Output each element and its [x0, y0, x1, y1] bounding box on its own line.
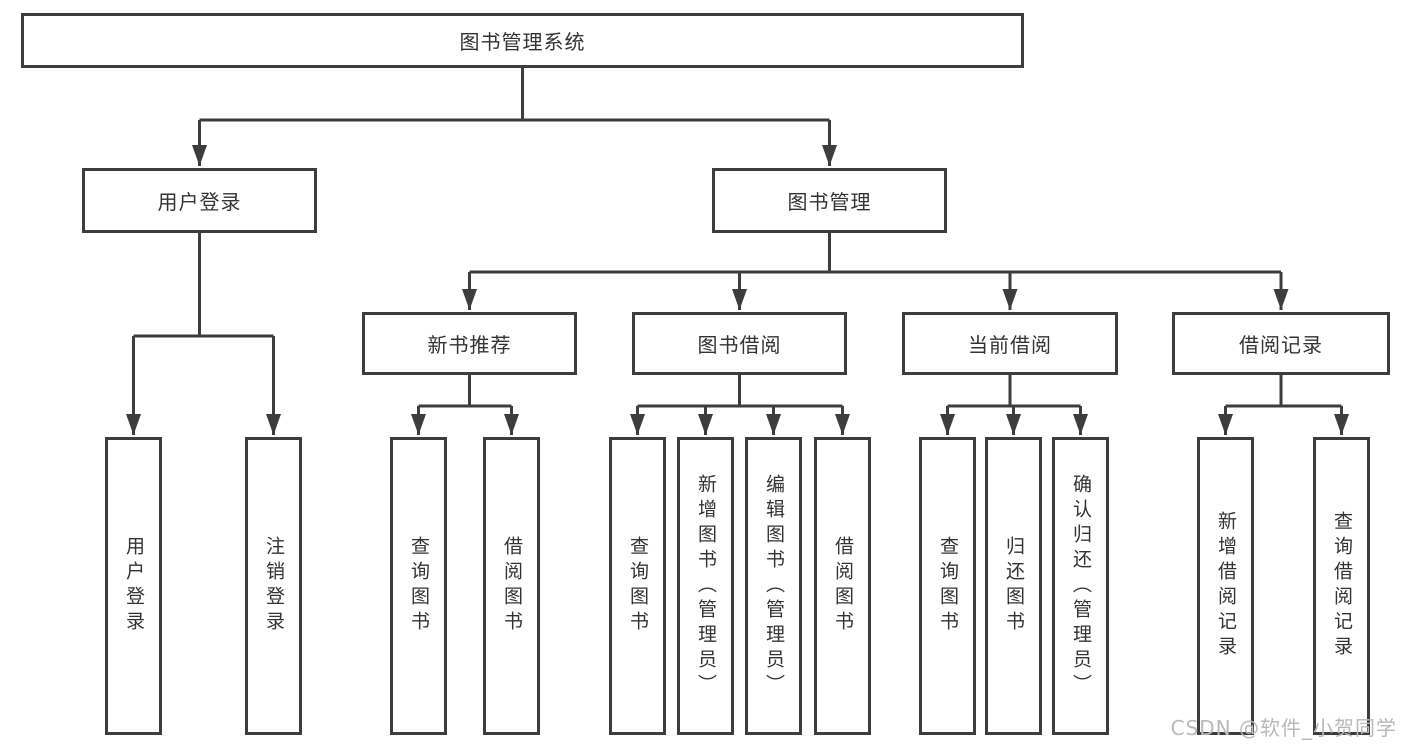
- node-label: 图书管理: [787, 190, 872, 214]
- node-label: 当前借阅: [968, 333, 1052, 357]
- node-library-management-system: 图书管理系统: [21, 13, 1024, 68]
- leaf-add-book-admin: 新增图书（管理员）: [677, 437, 734, 735]
- leaf-label: 确认归还（管理员）: [1070, 473, 1092, 699]
- node-label: 用户登录: [157, 190, 242, 214]
- leaf-borrow-books-newbook: 借阅图书: [483, 437, 540, 735]
- node-book-management: 图书管理: [712, 168, 947, 233]
- leaf-label: 编辑图书（管理员）: [763, 473, 785, 699]
- node-borrowing-records: 借阅记录: [1172, 312, 1390, 375]
- leaf-label: 查询借阅记录: [1331, 511, 1353, 661]
- leaf-add-borrow-record: 新增借阅记录: [1197, 437, 1254, 735]
- leaf-confirm-return-admin: 确认归还（管理员）: [1052, 437, 1109, 735]
- leaf-label: 借阅图书: [832, 536, 854, 636]
- leaf-edit-book-admin: 编辑图书（管理员）: [745, 437, 802, 735]
- leaf-label: 借阅图书: [501, 536, 523, 636]
- leaf-query-books-newbook: 查询图书: [390, 437, 447, 735]
- leaf-borrow-books-borrow: 借阅图书: [814, 437, 871, 735]
- leaf-query-books-current: 查询图书: [919, 437, 976, 735]
- node-book-borrowing: 图书借阅: [632, 312, 847, 375]
- node-label: 图书管理系统: [459, 30, 586, 54]
- leaf-label: 查询图书: [627, 536, 649, 636]
- node-new-book-recommendation: 新书推荐: [362, 312, 577, 375]
- leaf-label: 查询图书: [937, 536, 959, 636]
- leaf-label: 归还图书: [1003, 536, 1025, 636]
- leaf-query-borrow-record: 查询借阅记录: [1313, 437, 1370, 735]
- leaf-label: 用户登录: [123, 536, 145, 636]
- node-label: 借阅记录: [1239, 333, 1323, 357]
- leaf-label: 新增图书（管理员）: [695, 473, 717, 699]
- leaf-return-book: 归还图书: [985, 437, 1042, 735]
- node-user-login: 用户登录: [82, 168, 317, 233]
- leaf-user-login: 用户登录: [105, 437, 162, 735]
- leaf-label: 查询图书: [408, 536, 430, 636]
- node-label: 图书借阅: [697, 333, 782, 357]
- csdn-watermark: CSDN @软件_小贺同学: [1170, 716, 1397, 740]
- leaf-logout: 注销登录: [245, 437, 302, 735]
- leaf-label: 新增借阅记录: [1215, 511, 1237, 661]
- leaf-label: 注销登录: [263, 536, 285, 636]
- leaf-query-books-borrow: 查询图书: [609, 437, 666, 735]
- node-current-borrowing: 当前借阅: [902, 312, 1118, 375]
- node-label: 新书推荐: [427, 333, 512, 357]
